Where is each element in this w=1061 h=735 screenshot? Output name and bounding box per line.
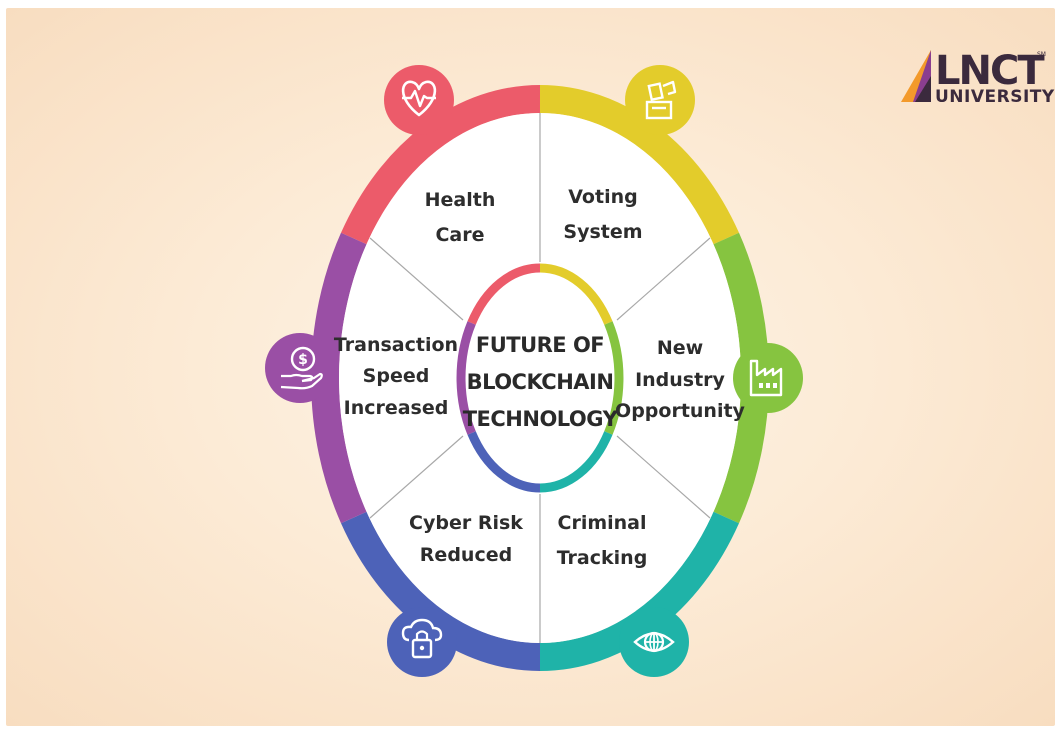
label-transaction-speed-line-1: Transaction [334,334,458,356]
ballot-box-icon [625,65,695,135]
inner-ring-segment [539,263,613,325]
badge-circle [625,65,695,135]
label-transaction-speed-line-3: Increased [344,397,449,419]
inner-ring-segment [539,431,613,493]
badge-circle [265,333,335,403]
inner-ring [456,263,624,493]
logo-service-mark: SM [1037,51,1046,58]
logo-triangle-dark [915,76,931,102]
inner-ring-segment [604,321,624,435]
cloud-lock-icon [387,607,457,677]
label-criminal-tracking-line-2: Tracking [557,547,648,569]
center-title: FUTURE OF BLOCKCHAIN TECHNOLOGY [463,333,619,431]
divider-line [369,435,464,519]
logo-name: LNCT [935,48,1045,94]
label-criminal-tracking-line-1: Criminal [558,512,647,534]
center-title-line-1: FUTURE OF [476,333,604,357]
lnct-logo: LNCT UNIVERSITY SM [901,48,1055,107]
factory-icon [733,343,803,413]
svg-text:$: $ [298,352,308,368]
logo-subtitle: UNIVERSITY [935,87,1055,107]
center-title-line-3: TECHNOLOGY [463,407,619,431]
ring-segment-health-care [341,85,541,245]
divider-line [616,435,711,519]
label-health-care-line-2: Care [435,224,484,246]
badge-circle [733,343,803,413]
label-new-industry-line-2: Industry [635,369,725,391]
center-circle [468,276,612,480]
center-title-line-2: BLOCKCHAIN [467,370,614,394]
inner-ring-segment [467,431,541,493]
label-health-care-line-1: Health [425,189,496,211]
label-transaction-speed-line-2: Speed [363,365,430,387]
label-new-industry-line-1: New [657,337,703,359]
globe-eye-icon [619,607,689,677]
label-voting-system-line-2: System [563,221,642,243]
label-cyber-risk-line-2: Reduced [420,544,512,566]
label-cyber-risk-line-1: Cyber Risk [409,512,523,534]
segment-dividers [369,113,711,643]
ring-segment-voting-system [539,85,739,245]
heart-pulse-icon [384,65,454,135]
segment-labels: Health Care Voting System New Industry O… [334,186,746,569]
dollar-hand-icon: $ [265,333,335,403]
inner-ring-segment [467,263,541,325]
label-voting-system-line-1: Voting [568,186,637,208]
divider-line [616,237,711,321]
badge-circle [387,607,457,677]
inner-ring-segment [456,321,476,435]
label-new-industry-line-3: Opportunity [615,400,746,422]
divider-line [369,237,464,321]
